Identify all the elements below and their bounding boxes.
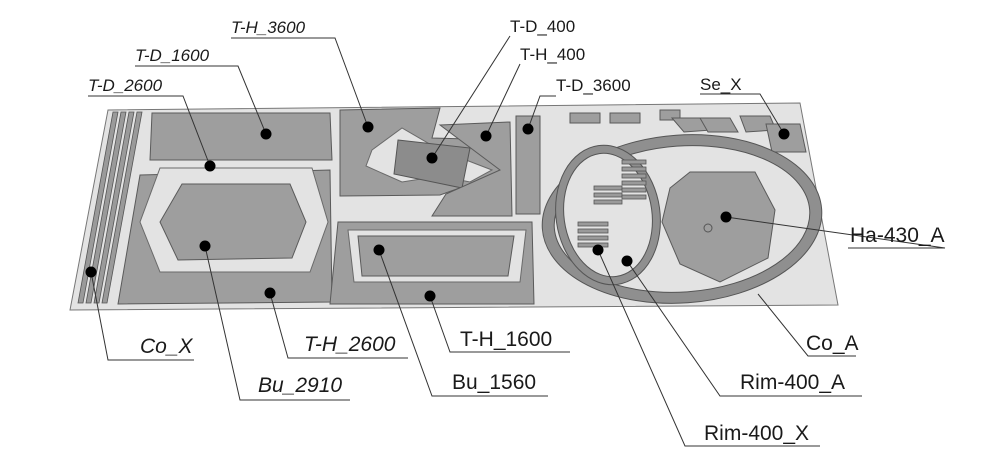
marker-dots bbox=[85, 121, 790, 302]
label-t-h-2600: T-H_2600 bbox=[304, 333, 396, 356]
label-bu-1560: Bu_1560 bbox=[452, 371, 536, 394]
part-bu-1560 bbox=[357, 235, 515, 277]
label-t-d-3600: T-D_3600 bbox=[556, 76, 631, 95]
label-t-d-400: T-D_400 bbox=[510, 17, 575, 36]
part-t-d-3600 bbox=[515, 115, 541, 215]
label-t-h-400: T-H_400 bbox=[520, 45, 585, 64]
label-t-h-3600: T-H_3600 bbox=[231, 18, 306, 37]
center-hole bbox=[703, 223, 713, 233]
part-ha-430-a bbox=[661, 171, 776, 283]
label-se-x: Se_X bbox=[700, 75, 742, 94]
label-rim-400-a: Rim-400_A bbox=[740, 371, 845, 394]
label-t-h-1600: T-H_1600 bbox=[460, 328, 552, 351]
label-t-d-2600: T-D_2600 bbox=[88, 76, 163, 95]
part-bu-2910 bbox=[159, 183, 307, 261]
label-co-a: Co_A bbox=[806, 332, 859, 355]
label-bu-2910: Bu_2910 bbox=[258, 374, 342, 397]
label-t-d-1600: T-D_1600 bbox=[135, 46, 210, 65]
rim-400-strips bbox=[577, 159, 647, 248]
label-rim-400-x: Rim-400_X bbox=[704, 422, 809, 445]
label-co-x: Co_X bbox=[140, 335, 194, 358]
se-x-parts bbox=[569, 109, 807, 153]
leader-lines bbox=[88, 35, 946, 447]
label-ha-430-a: Ha-430_A bbox=[850, 224, 945, 247]
co-x-strips bbox=[77, 111, 143, 304]
panel-t-d-1600 bbox=[149, 112, 333, 161]
panel-t-h-400 bbox=[431, 121, 513, 217]
